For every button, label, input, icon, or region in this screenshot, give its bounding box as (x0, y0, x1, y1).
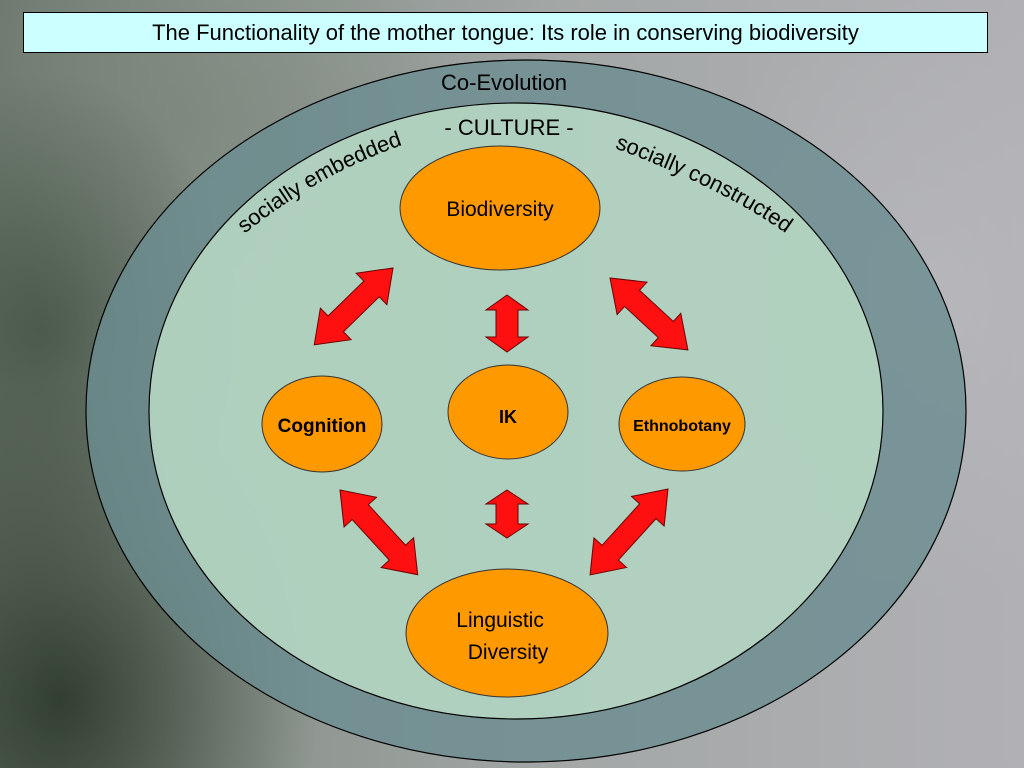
arrow-cognition-linguistic-diversity (339, 489, 419, 576)
node-ethnobotany-label: Ethnobotany (633, 418, 731, 435)
node-linguistic-diversity-label: Linguistic Diversity (456, 609, 549, 664)
node-cognition: Cognition (261, 375, 383, 473)
node-cognition-ellipse (261, 375, 383, 473)
culture-label: - CULTURE - (444, 115, 573, 140)
node-cognition-label: Cognition (278, 416, 367, 437)
node-ik-label: IK (499, 407, 517, 427)
arrow-ik-linguistic-diversity (484, 489, 530, 539)
node-ethnobotany: Ethnobotany (618, 376, 746, 472)
slide-title: The Functionality of the mother tongue: … (23, 12, 988, 53)
node-biodiversity: Biodiversity (399, 145, 601, 271)
arrow-biodiversity-cognition (313, 267, 394, 346)
node-linguistic-diversity-line-2: Diversity (468, 641, 549, 664)
node-ik-ellipse (447, 364, 569, 460)
arrow-ethnobotany-linguistic-diversity (589, 488, 669, 576)
node-linguistic-diversity-line-1: Linguistic (456, 609, 544, 632)
node-biodiversity-ellipse (399, 145, 601, 271)
node-linguistic-diversity-ellipse (405, 568, 609, 698)
node-linguistic-diversity: Linguistic Diversity (405, 568, 609, 698)
co-evolution-label: Co-Evolution (441, 70, 567, 95)
node-ik: IK (447, 364, 569, 460)
arrow-biodiversity-ik (484, 294, 530, 353)
node-ethnobotany-ellipse (618, 376, 746, 472)
node-biodiversity-label: Biodiversity (446, 198, 554, 221)
arrow-biodiversity-ethnobotany (609, 277, 689, 351)
